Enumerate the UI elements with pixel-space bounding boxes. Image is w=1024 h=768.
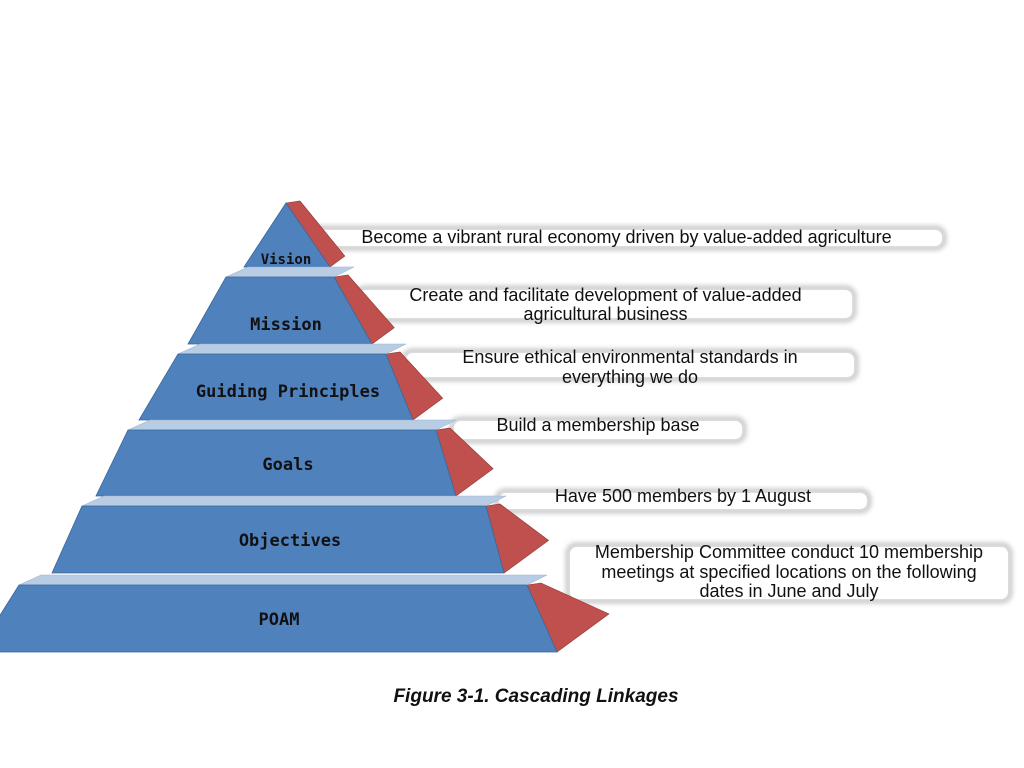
callout-1: Become a vibrant rural economy driven by…: [306, 225, 947, 251]
level-label: POAM: [259, 610, 300, 630]
top-face: [18, 574, 548, 586]
level-label: Objectives: [239, 531, 341, 551]
callout-6: Membership Committee conduct 10 membersh…: [565, 542, 1013, 604]
callout-text-line: Ensure ethical environmental standards i…: [462, 347, 797, 367]
callout-text-line: Become a vibrant rural economy driven by…: [361, 227, 891, 247]
pyramid-level-guiding-principles: [138, 343, 444, 421]
callout-text-line: Build a membership base: [496, 415, 699, 435]
top-face: [81, 495, 507, 507]
front-face: [51, 505, 505, 574]
callout-text-line: dates in June and July: [699, 581, 878, 601]
top-face: [127, 419, 457, 431]
callout-5: Have 500 members by 1 August: [494, 486, 872, 514]
callout-fill: [406, 353, 854, 377]
callout-text-line: Have 500 members by 1 August: [555, 486, 811, 506]
callout-text-line: Membership Committee conduct 10 membersh…: [595, 542, 983, 562]
level-label: Goals: [262, 455, 313, 475]
callout-fill: [454, 421, 742, 439]
pyramid-level-goals: [95, 419, 494, 497]
callout-fill: [499, 493, 867, 509]
callout-3: Ensure ethical environmental standards i…: [401, 347, 859, 387]
callout-text-line: Create and facilitate development of val…: [409, 285, 801, 305]
top-face: [177, 343, 407, 355]
top-face: [225, 266, 355, 278]
figure-caption: Figure 3-1. Cascading Linkages: [393, 686, 679, 707]
front-face: [0, 584, 558, 653]
callout-fill: [570, 547, 1008, 599]
pyramid-level-poam: [0, 574, 610, 653]
callout-text-line: everything we do: [562, 367, 698, 387]
pyramid-level-objectives: [51, 495, 550, 574]
level-label: Guiding Principles: [196, 382, 380, 402]
callout-text-line: meetings at specified locations on the f…: [601, 562, 976, 582]
level-label: Mission: [250, 315, 322, 335]
callout-4: Build a membership base: [449, 415, 747, 444]
callout-fill: [311, 230, 942, 246]
level-label: Vision: [261, 252, 312, 268]
callout-text-line: agricultural business: [523, 304, 687, 324]
callout-bubble: [565, 542, 1013, 604]
callout-fill: [359, 290, 852, 318]
callout-bubble: [494, 488, 872, 514]
callout-2: Create and facilitate development of val…: [354, 285, 857, 324]
